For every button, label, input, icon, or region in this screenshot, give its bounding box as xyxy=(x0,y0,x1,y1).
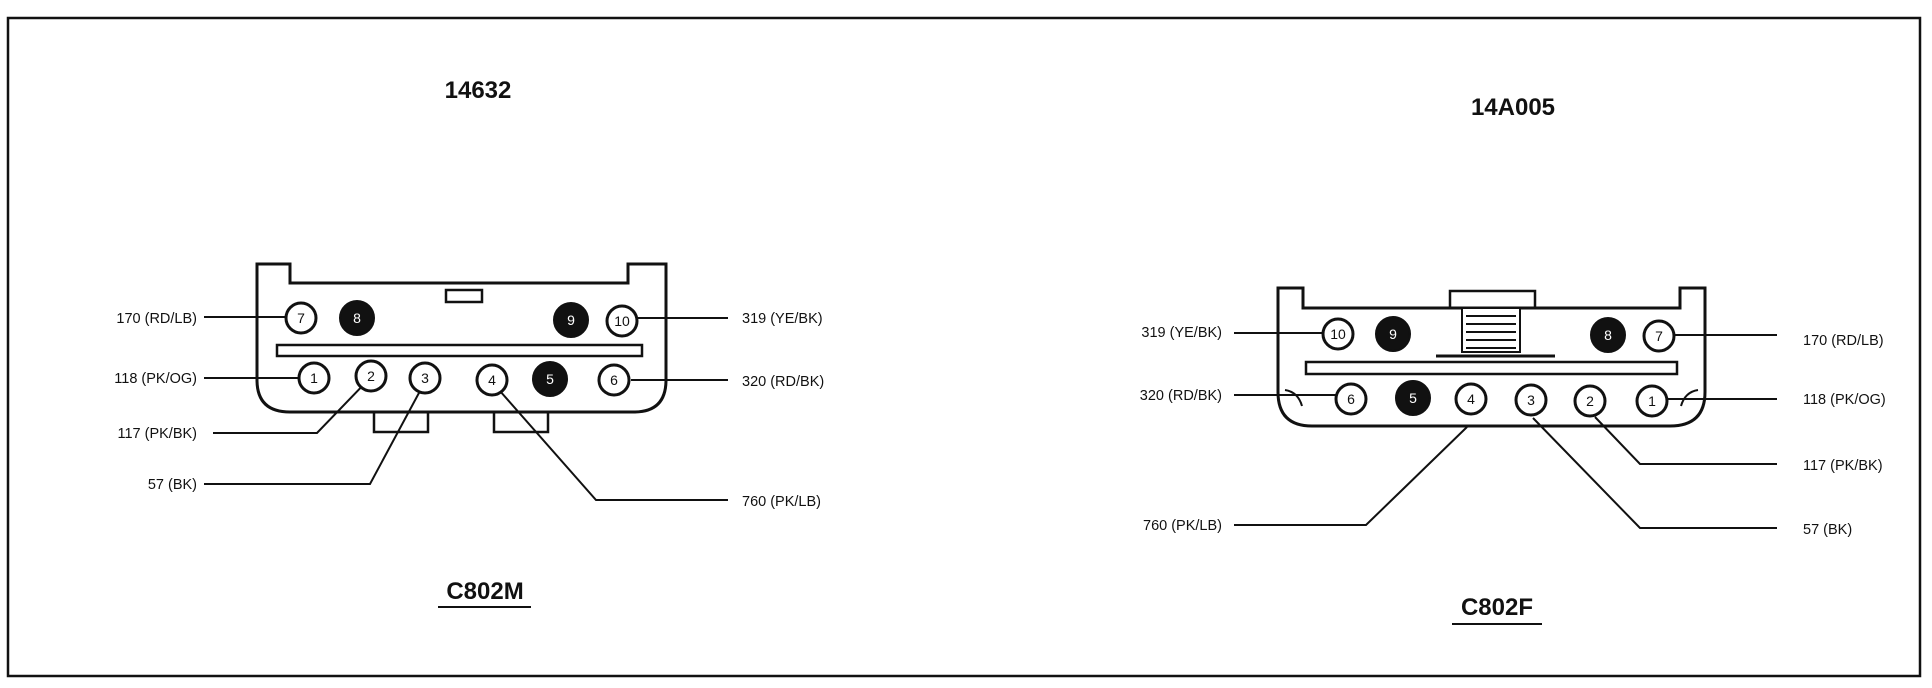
svg-text:6: 6 xyxy=(610,372,618,388)
svg-text:4: 4 xyxy=(1467,391,1475,407)
svg-text:2: 2 xyxy=(367,368,375,384)
pin-10-right: 10 xyxy=(1321,317,1355,351)
pin-10-left: 10 xyxy=(605,304,639,338)
latch-spring-coils-right xyxy=(1466,315,1516,349)
connector-name-left: C802M xyxy=(446,578,523,605)
svg-text:1: 1 xyxy=(310,370,318,386)
wire-label-320-left: 320 (RD/BK) xyxy=(742,374,824,390)
latch-spring-right xyxy=(1461,307,1521,353)
wire-label-118-left: 118 (PK/OG) xyxy=(114,371,197,387)
lock-notch-right-b xyxy=(1680,389,1699,407)
pin-4-left: 4 xyxy=(475,363,509,397)
pin-7-left: 7 xyxy=(284,301,318,335)
wire-label-319-right: 319 (YE/BK) xyxy=(1141,325,1222,341)
wire-label-117-right: 117 (PK/BK) xyxy=(1803,458,1883,474)
key-rail-left xyxy=(275,343,644,358)
pin-4-right: 4 xyxy=(1454,382,1488,416)
wire-label-760-left: 760 (PK/LB) xyxy=(742,494,821,510)
svg-text:10: 10 xyxy=(1330,326,1346,342)
pin-6-left: 6 xyxy=(597,363,631,397)
svg-text:4: 4 xyxy=(488,372,496,388)
wire-label-320-right: 320 (RD/BK) xyxy=(1140,388,1222,404)
svg-text:5: 5 xyxy=(1409,390,1417,406)
pin-7-right: 7 xyxy=(1642,319,1676,353)
pin-9-right: 9 xyxy=(1375,316,1411,352)
svg-text:7: 7 xyxy=(1655,328,1663,344)
svg-text:8: 8 xyxy=(353,310,361,326)
connector-name-right: C802F xyxy=(1461,594,1533,621)
wire-label-760-right: 760 (PK/LB) xyxy=(1143,518,1222,534)
pin-5-right: 5 xyxy=(1395,380,1431,416)
pin-2-right: 2 xyxy=(1573,384,1607,418)
pin-6-right: 6 xyxy=(1334,382,1368,416)
connector-c802f: 14A005 10 xyxy=(1140,94,1886,625)
connector-c802m: 14632 7 8 9 10 xyxy=(114,77,824,608)
part-number-left: 14632 xyxy=(445,77,512,104)
svg-text:9: 9 xyxy=(1389,326,1397,342)
wire-label-170-left: 170 (RD/LB) xyxy=(116,311,197,327)
svg-text:8: 8 xyxy=(1604,327,1612,343)
svg-text:10: 10 xyxy=(614,313,630,329)
latch-housing-right xyxy=(1448,289,1537,308)
key-rail-right xyxy=(1304,360,1679,376)
part-number-right: 14A005 xyxy=(1471,94,1555,121)
svg-text:9: 9 xyxy=(567,312,575,328)
connector-housing-right xyxy=(1276,286,1707,428)
svg-text:1: 1 xyxy=(1648,393,1656,409)
pin-1-left: 1 xyxy=(297,361,331,395)
svg-text:2: 2 xyxy=(1586,393,1594,409)
wire-label-57-left: 57 (BK) xyxy=(148,477,197,493)
lock-tab-left-a xyxy=(372,412,430,434)
pin-2-left: 2 xyxy=(354,359,388,393)
connector-housing-left xyxy=(255,262,668,414)
pin-8-left: 8 xyxy=(339,300,375,336)
pin-3-left: 3 xyxy=(408,361,442,395)
lock-tab-left-b xyxy=(492,412,550,434)
pin-3-right: 3 xyxy=(1514,383,1548,417)
latch-tab-left xyxy=(444,288,484,304)
wire-label-170-right: 170 (RD/LB) xyxy=(1803,333,1884,349)
svg-text:7: 7 xyxy=(297,310,305,326)
pin-8-right: 8 xyxy=(1590,317,1626,353)
pin-9-left: 9 xyxy=(553,302,589,338)
leader-lines-left xyxy=(204,316,728,501)
wire-label-57-right: 57 (BK) xyxy=(1803,522,1852,538)
wire-label-319-left: 319 (YE/BK) xyxy=(742,311,823,327)
lock-notch-right-a xyxy=(1284,389,1303,407)
diagram-frame xyxy=(6,16,1922,678)
svg-text:5: 5 xyxy=(546,371,554,387)
pin-5-left: 5 xyxy=(532,361,568,397)
pin-1-right: 1 xyxy=(1635,384,1669,418)
wire-label-118-right: 118 (PK/OG) xyxy=(1803,392,1886,408)
svg-text:6: 6 xyxy=(1347,391,1355,407)
leader-lines-right xyxy=(1234,332,1777,529)
svg-text:3: 3 xyxy=(421,370,429,386)
wire-label-117-left: 117 (PK/BK) xyxy=(117,426,197,442)
svg-text:3: 3 xyxy=(1527,392,1535,408)
